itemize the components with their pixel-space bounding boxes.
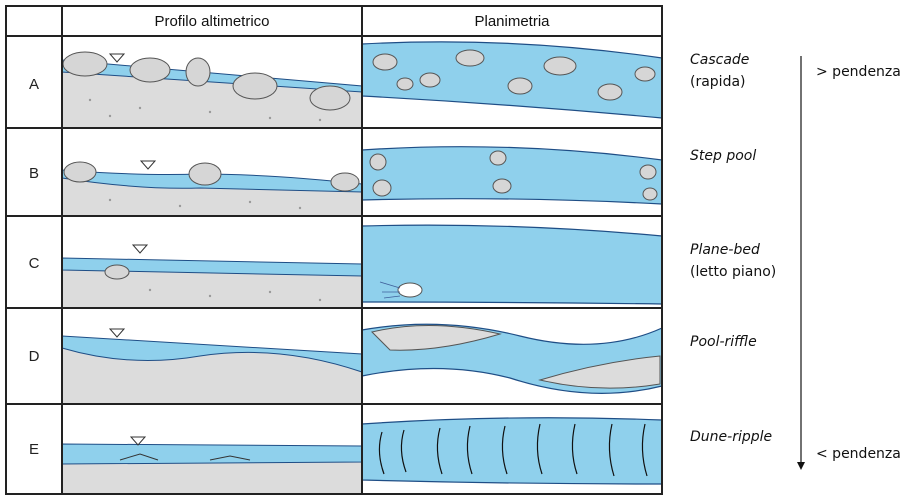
row-label-b: B (29, 165, 39, 182)
profile-b (62, 128, 362, 216)
type-sub-c: (letto piano) (690, 264, 776, 280)
profile-c (62, 216, 362, 308)
plan-c (362, 216, 662, 308)
gradient-top-label: > pendenza (816, 64, 901, 80)
row-label-d: D (29, 348, 40, 365)
row-labels: A B C D E (6, 36, 62, 494)
profile-a (62, 36, 362, 128)
type-name-a: Cascade (690, 52, 749, 68)
gradient-bottom-label: < pendenza (816, 446, 901, 462)
plan-b (362, 128, 662, 216)
gradient-arrow-head (797, 462, 805, 470)
plan-a (362, 36, 662, 128)
header-profile: Profilo altimetrico (154, 13, 269, 30)
row-label-a: A (29, 76, 39, 93)
type-name-e: Dune-ripple (690, 429, 772, 445)
row-label-e: E (29, 441, 39, 458)
type-name-b: Step pool (690, 148, 756, 164)
type-sub-a: (rapida) (690, 74, 746, 90)
type-name-c: Plane-bed (690, 242, 760, 258)
table-header-row (6, 6, 662, 36)
plan-d (362, 308, 662, 404)
profile-e (62, 404, 362, 494)
plan-e (362, 404, 662, 494)
type-name-d: Pool-riffle (690, 334, 757, 350)
header-plan: Planimetria (474, 13, 550, 30)
profile-d (62, 308, 362, 404)
row-label-c: C (29, 255, 40, 272)
